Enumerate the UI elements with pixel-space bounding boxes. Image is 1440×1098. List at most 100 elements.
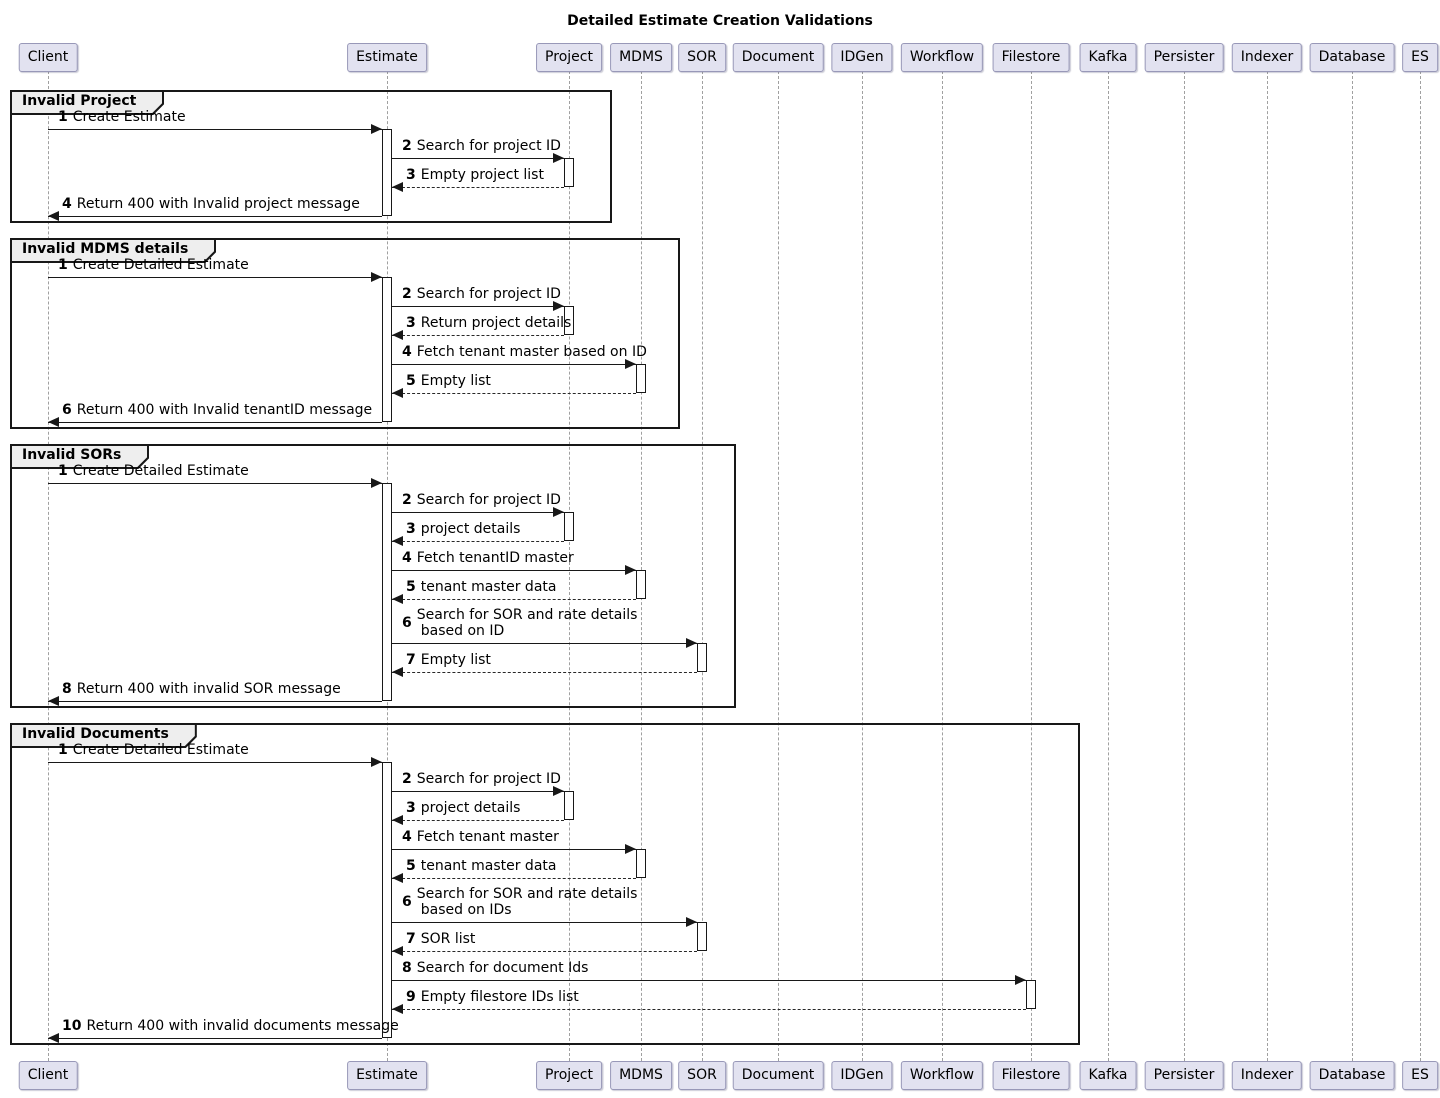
activation-bar-project [564, 306, 574, 335]
arrowhead-icon [371, 124, 382, 134]
participant-filestore-bottom: Filestore [992, 1061, 1070, 1090]
message-line [392, 791, 564, 792]
group-label: Invalid Project [12, 92, 162, 113]
message-text: Return 400 with invalid documents messag… [86, 1018, 399, 1034]
message-number: 7 [406, 931, 416, 947]
participant-persister-bottom: Persister [1144, 1061, 1224, 1090]
message-line [48, 277, 382, 278]
message-line [392, 187, 564, 188]
message-number: 9 [406, 989, 416, 1005]
message-text: Fetch tenantID master [416, 550, 574, 566]
message-text: project details [420, 521, 521, 537]
activation-bar-sor [697, 922, 707, 951]
lifeline-sor [702, 71, 703, 1061]
arrowhead-icon [48, 211, 59, 221]
message-line [392, 158, 564, 159]
message-number: 6 [402, 894, 412, 910]
message-number: 5 [406, 858, 416, 874]
message-text: Create Detailed Estimate [72, 463, 249, 479]
arrowhead-icon [392, 182, 403, 192]
lifeline-client [48, 71, 49, 1061]
message-number: 1 [58, 463, 68, 479]
message-line [392, 980, 1026, 981]
message-line [48, 216, 382, 217]
participant-estimate-top: Estimate [347, 43, 427, 72]
arrowhead-icon [371, 757, 382, 767]
message-number: 10 [62, 1018, 82, 1034]
participant-es-bottom: ES [1402, 1061, 1438, 1090]
message-line [48, 483, 382, 484]
group-label: Invalid MDMS details [12, 240, 214, 261]
message-text: Search for project ID [416, 771, 561, 787]
arrowhead-icon [625, 565, 636, 575]
arrowhead-icon [371, 478, 382, 488]
participant-estimate-bottom: Estimate [347, 1061, 427, 1090]
arrowhead-icon [392, 873, 403, 883]
message-text: Return 400 with invalid SOR message [76, 681, 341, 697]
message-text: Create Detailed Estimate [72, 742, 249, 758]
lifeline-idgen [862, 71, 863, 1061]
message-number: 5 [406, 373, 416, 389]
arrowhead-icon [392, 388, 403, 398]
participant-indexer-bottom: Indexer [1231, 1061, 1303, 1090]
message-text: Search for project ID [416, 286, 561, 302]
message-line [392, 820, 564, 821]
message-text-line1: Search for SOR and rate details [416, 886, 638, 902]
lifeline-indexer [1267, 71, 1268, 1061]
arrowhead-icon [392, 330, 403, 340]
message-number: 3 [406, 315, 416, 331]
message-number: 2 [402, 286, 412, 302]
arrowhead-icon [625, 359, 636, 369]
message-text: Empty filestore IDs list [420, 989, 579, 1005]
arrowhead-icon [686, 638, 697, 648]
arrowhead-icon [1015, 975, 1026, 985]
participant-database-bottom: Database [1309, 1061, 1395, 1090]
message-line [392, 643, 697, 644]
message-line [392, 922, 697, 923]
message-number: 7 [406, 652, 416, 668]
group-frame [10, 238, 680, 429]
message-text: SOR list [420, 931, 476, 947]
arrowhead-icon [392, 594, 403, 604]
participant-sor-bottom: SOR [678, 1061, 726, 1090]
message-line [48, 762, 382, 763]
message-line [392, 672, 697, 673]
message-number: 2 [402, 138, 412, 154]
message-text: project details [420, 800, 521, 816]
message-line [392, 878, 636, 879]
arrowhead-icon [392, 946, 403, 956]
activation-bar-project [564, 512, 574, 541]
message-line [392, 849, 636, 850]
lifeline-filestore [1031, 71, 1032, 1061]
message-text: tenant master data [420, 579, 557, 595]
participant-project-top: Project [536, 43, 602, 72]
message-number: 3 [406, 800, 416, 816]
message-text: Return project details [420, 315, 572, 331]
message-text-line1: Search for SOR and rate details [416, 607, 638, 623]
arrowhead-icon [392, 815, 403, 825]
message-line [392, 393, 636, 394]
participant-idgen-top: IDGen [831, 43, 893, 72]
message-text: Search for document Ids [416, 960, 589, 976]
diagram-title: Detailed Estimate Creation Validations [567, 13, 873, 29]
message-text: tenant master data [420, 858, 557, 874]
message-line [392, 512, 564, 513]
message-number: 4 [62, 196, 72, 212]
message-number: 4 [402, 550, 412, 566]
message-number: 1 [58, 742, 68, 758]
message-number: 8 [402, 960, 412, 976]
